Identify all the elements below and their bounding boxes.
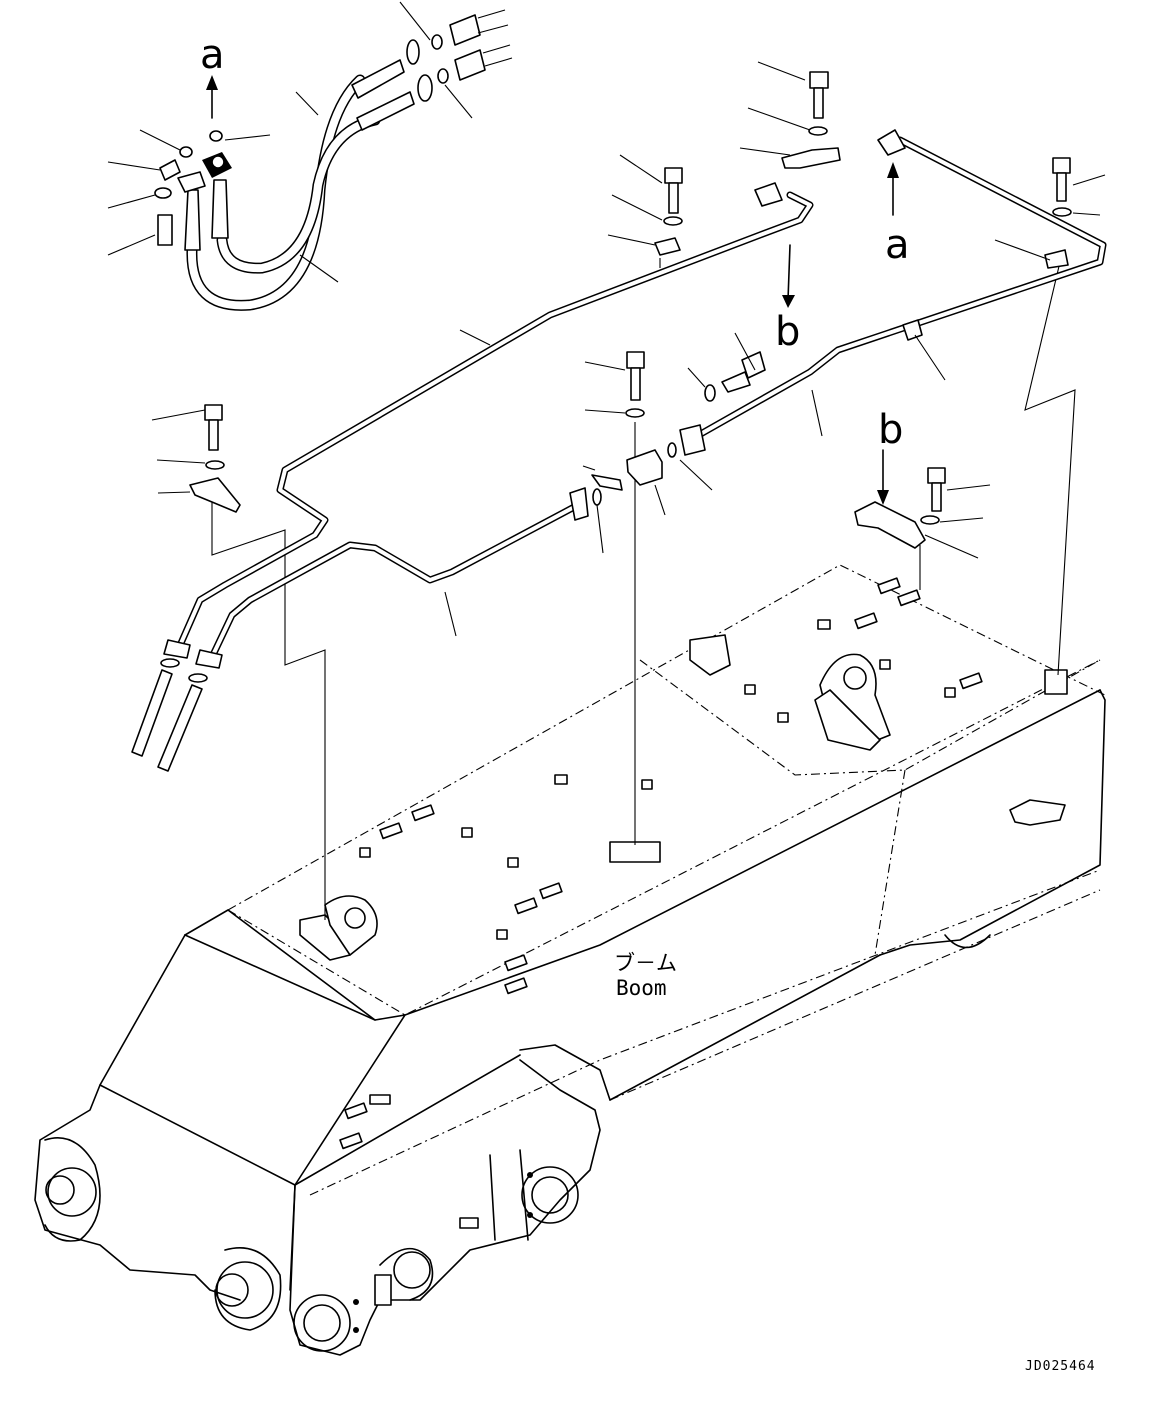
alignment-lines [211,261,1076,920]
boom-label-english: Boom [616,976,667,1000]
leader-lines [107,1,1106,637]
view-marker-a-right: a [885,222,910,268]
view-marker-b-center: b [775,309,800,355]
drawing-code: JD025464 [1025,1359,1096,1374]
hoses [131,9,513,772]
view-markers: a a b b [200,32,910,505]
fasteners [189,71,1072,549]
view-marker-a-top: a [200,32,225,78]
boom-label-japanese: ブ－ム [614,951,677,975]
boom-structure [34,564,1106,1356]
steel-pipes [174,136,1107,659]
view-marker-b-right: b [878,407,903,453]
mounting-pads [339,577,1068,1150]
